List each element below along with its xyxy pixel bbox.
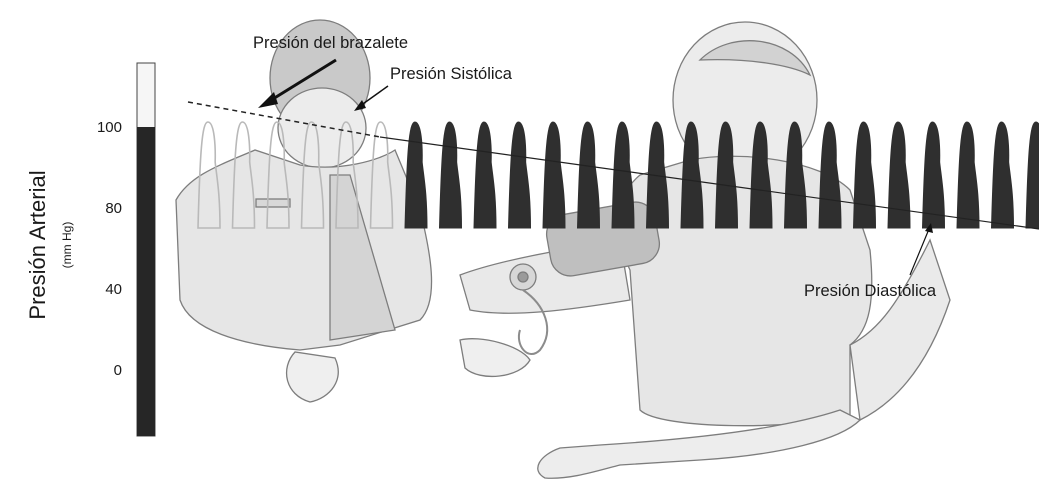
pressure-column-fill (137, 127, 155, 436)
patient-figure-icon (460, 22, 950, 478)
pulse-wave-dark (474, 122, 496, 228)
blood-pressure-cuff-icon (510, 264, 536, 290)
pulse-wave-dark (819, 122, 841, 228)
axis-title: Presión Arterial (25, 170, 50, 319)
pulse-wave-dark (888, 122, 910, 228)
pulse-wave-dark (440, 122, 462, 228)
pulse-wave-dark (543, 122, 565, 228)
pulse-wave-dark (509, 122, 531, 228)
pulse-wave-dark (854, 122, 876, 228)
pulse-wave-dark (612, 122, 634, 228)
pulse-wave-dark (957, 122, 979, 228)
axis-ticks: 100 80 40 0 (97, 119, 122, 379)
pulse-wave-dark (923, 122, 945, 228)
pulse-mask (1025, 231, 1039, 232)
pulse-wave-dark (992, 122, 1014, 228)
cuff-pressure-label: Presión del brazalete (253, 34, 408, 52)
systolic-pressure-label: Presión Sistólica (390, 65, 513, 83)
diastolic-pressure-label: Presión Diastólica (804, 282, 937, 300)
pulse-wave-dark (405, 122, 427, 228)
axis-tick-label: 80 (105, 200, 122, 217)
axis-tick-label: 40 (105, 281, 122, 298)
axis-tick-label: 0 (114, 362, 122, 379)
axis-unit: (mm Hg) (60, 222, 74, 269)
axis-tick-label: 100 (97, 119, 122, 136)
pulse-wave-dark (578, 122, 600, 228)
pulse-wave-dark (1026, 122, 1039, 228)
